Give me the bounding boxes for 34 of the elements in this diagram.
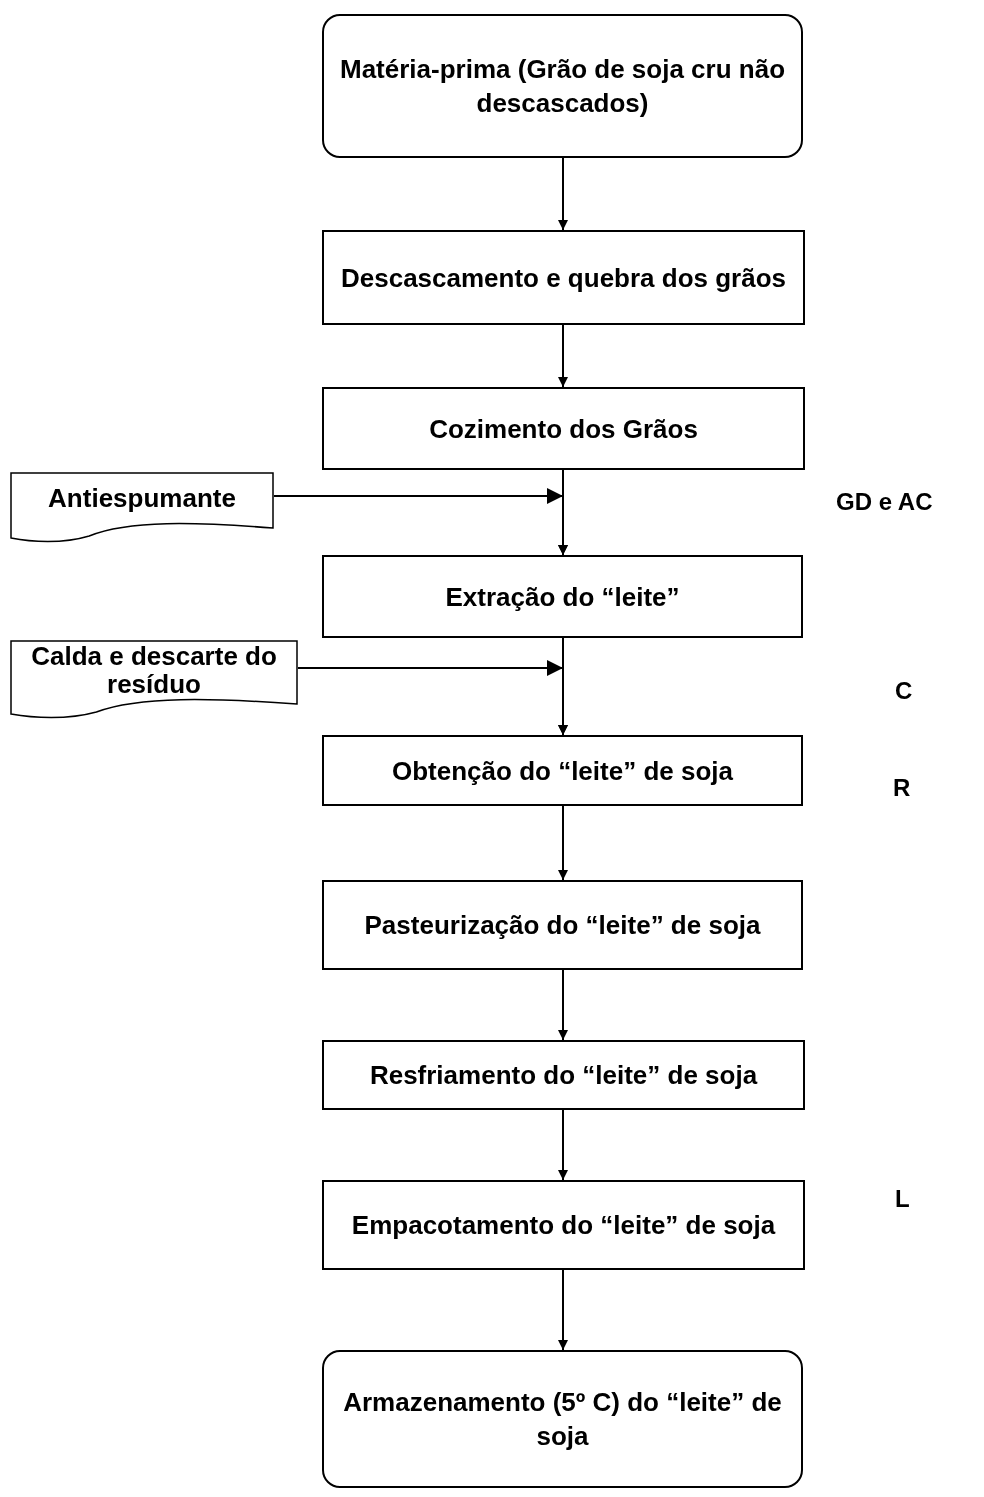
process-box <box>322 1350 803 1488</box>
process-box <box>322 1180 805 1270</box>
side-label: L <box>895 1185 910 1213</box>
process-box <box>322 555 803 638</box>
arrow <box>273 488 568 556</box>
step-text: Armazenamento (5º C) do “leite” de soja <box>342 1386 783 1453</box>
step-text: Empacotamento do “leite” de soja <box>351 1209 776 1242</box>
arrow <box>558 1109 568 1181</box>
document-shape <box>10 640 298 720</box>
arrow <box>558 1269 568 1351</box>
document-shape <box>10 472 274 544</box>
arrow <box>297 660 568 736</box>
step-text: Cozimento dos Grãos <box>429 412 698 446</box>
process-box <box>322 735 803 806</box>
step-text: Calda e descarte do resíduo <box>30 642 278 698</box>
side-label: GD e AC <box>836 488 933 516</box>
arrow <box>558 805 568 881</box>
side-label: R <box>893 774 911 802</box>
step-text: Antiespumante <box>48 484 236 512</box>
step-text: Extração do “leite” <box>445 580 680 614</box>
arrow <box>558 969 568 1041</box>
process-box <box>322 880 803 970</box>
process-box <box>322 387 805 470</box>
step-text: Obtenção do “leite” de soja <box>392 754 733 788</box>
step-text: Resfriamento do “leite” de soja <box>369 1059 758 1092</box>
process-box <box>322 14 803 158</box>
process-box <box>322 1040 805 1110</box>
step-text: Matéria-prima (Grão de soja cru não descascados) <box>340 53 785 120</box>
arrow <box>558 324 568 388</box>
arrow <box>558 157 568 231</box>
side-label: C <box>895 677 913 705</box>
process-box <box>322 230 805 325</box>
step-text: Pasteurização do “leite” de soja <box>364 909 761 942</box>
step-text: Descascamento e quebra dos grãos <box>340 261 787 295</box>
